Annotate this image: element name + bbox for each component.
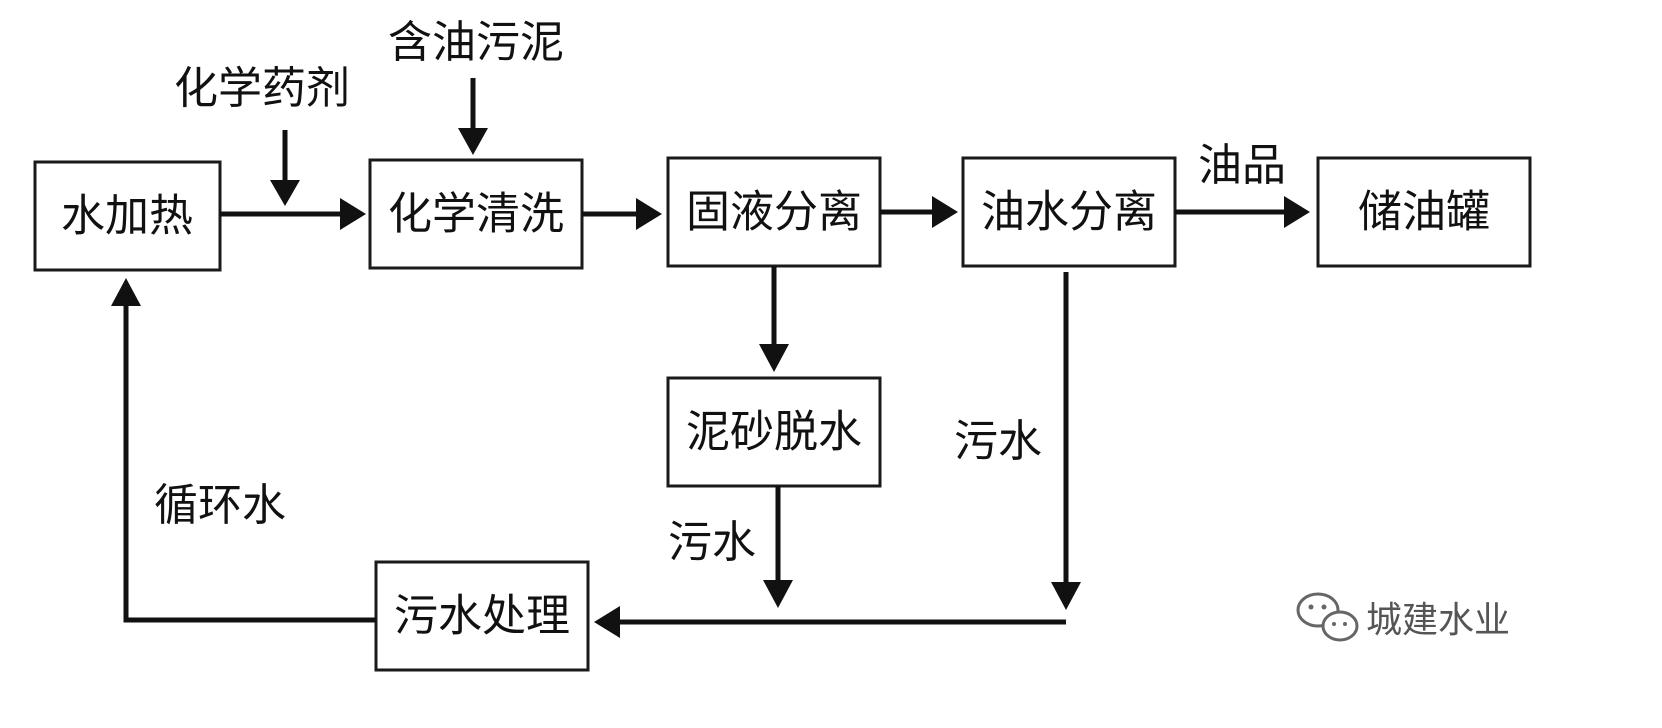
node-chemical-cleaning: 化学清洗	[368, 158, 584, 270]
node-oil-water-separation-label: 油水分离	[981, 187, 1157, 238]
label-chemical-agent: 化学药剂	[174, 63, 350, 114]
label-wastewater-dewatering: 污水	[668, 517, 756, 568]
node-solid-liquid-separation: 固液分离	[666, 156, 882, 268]
node-oil-storage-tank-label: 储油罐	[1358, 187, 1490, 238]
node-sludge-sand-dewatering-label: 泥砂脱水	[686, 407, 862, 458]
edge-chemical-agent-in	[270, 130, 300, 206]
node-wastewater-treatment: 污水处理	[374, 560, 590, 672]
edge-oily-sludge-in	[458, 78, 488, 155]
node-wastewater-treatment-label: 污水处理	[394, 591, 570, 642]
edge-wastewater-to-treatment	[594, 606, 1066, 638]
edge-circulating-water-return	[111, 278, 376, 623]
wechat-icon	[1296, 592, 1359, 642]
node-sludge-sand-dewatering: 泥砂脱水	[666, 376, 882, 488]
node-oil-storage-tank: 储油罐	[1316, 156, 1532, 268]
edge-solid-liquid-to-oil-water	[880, 196, 958, 228]
label-circulating-water: 循环水	[154, 480, 286, 531]
watermark: 城建水业	[1296, 592, 1510, 642]
edge-oil-water-to-storage	[1175, 196, 1310, 228]
node-chemical-cleaning-label: 化学清洗	[388, 189, 564, 240]
label-oily-sludge: 含油污泥	[388, 17, 564, 68]
node-oil-water-separation: 油水分离	[961, 156, 1177, 268]
label-oil-product: 油品	[1198, 140, 1286, 191]
node-water-heating-label: 水加热	[61, 191, 193, 242]
edge-oil-water-wastewater	[1051, 272, 1081, 610]
watermark-text: 城建水业	[1366, 600, 1510, 641]
edge-dewatering-wastewater	[763, 486, 793, 608]
label-wastewater-oil-water: 污水	[954, 416, 1042, 467]
edge-heating-to-cleaning	[220, 198, 366, 230]
node-solid-liquid-separation-label: 固液分离	[686, 187, 862, 238]
edge-cleaning-to-solid-liquid	[582, 198, 662, 230]
edge-solid-liquid-to-dewatering	[759, 266, 789, 372]
node-water-heating: 水加热	[33, 160, 222, 272]
